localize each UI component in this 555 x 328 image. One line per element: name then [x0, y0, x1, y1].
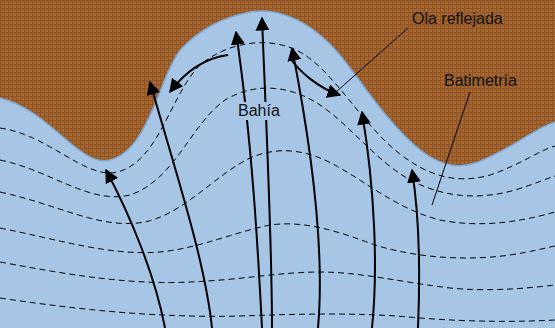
map-label: Batimetría — [442, 72, 519, 90]
bathymetry-lines — [0, 43, 555, 322]
map-label: Ola reflejada — [410, 10, 505, 28]
reflected-waves — [170, 55, 340, 95]
land — [0, 0, 555, 166]
map-label: Bahía — [236, 102, 282, 120]
leader-lines — [336, 28, 470, 205]
wave-rays — [106, 18, 419, 328]
coastline — [0, 11, 555, 166]
